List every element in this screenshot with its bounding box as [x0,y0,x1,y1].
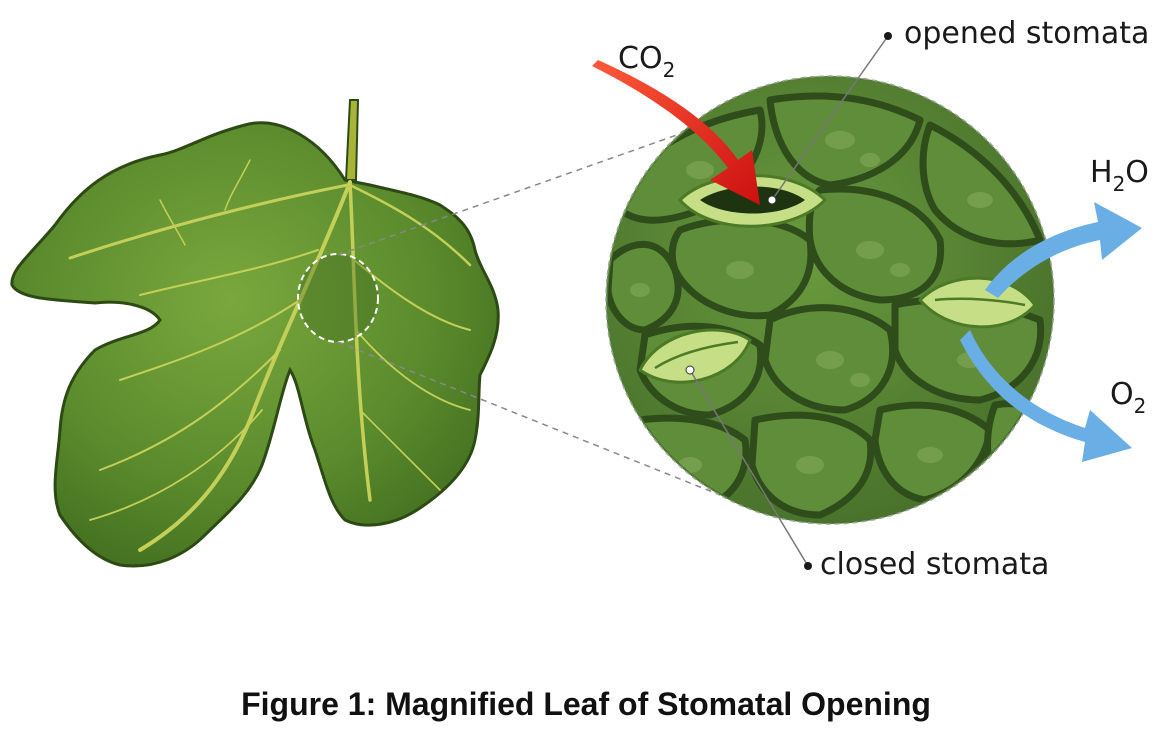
o2-label-main: O [1110,377,1134,412]
o2-label-sub: 2 [1134,394,1147,418]
closed-stoma-right [917,276,1037,329]
leaf-blade [10,121,500,568]
h2o-arrow [985,202,1142,298]
pointer-opened-stomata [767,32,892,205]
pointer-closed-stomata [685,365,812,570]
o2-arrow [960,330,1132,462]
magnified-leaf-surface [605,75,1055,525]
leaf [10,99,500,568]
closed-stoma-lower-left [638,328,752,384]
h2o-label-sub: 2 [1113,172,1126,196]
magnified-area-marker [297,253,379,343]
co2-label: CO2 [618,41,675,82]
leaf-stem [344,99,360,181]
co2-label-main: CO [618,41,663,76]
projection-lines [337,124,721,496]
h2o-label-pre: H [1090,155,1113,190]
leaf-veins [68,159,472,552]
co2-label-sub: 2 [663,58,676,82]
closed-stomata-label: closed stomata [820,547,1049,582]
co2-arrow [592,60,760,205]
h2o-label: H2O [1090,155,1149,196]
figure-caption: Figure 1: Magnified Leaf of Stomatal Ope… [241,686,931,722]
h2o-label-post: O [1125,155,1149,190]
o2-label: O2 [1110,377,1146,418]
opened-stomata-label: opened stomata [904,16,1149,51]
